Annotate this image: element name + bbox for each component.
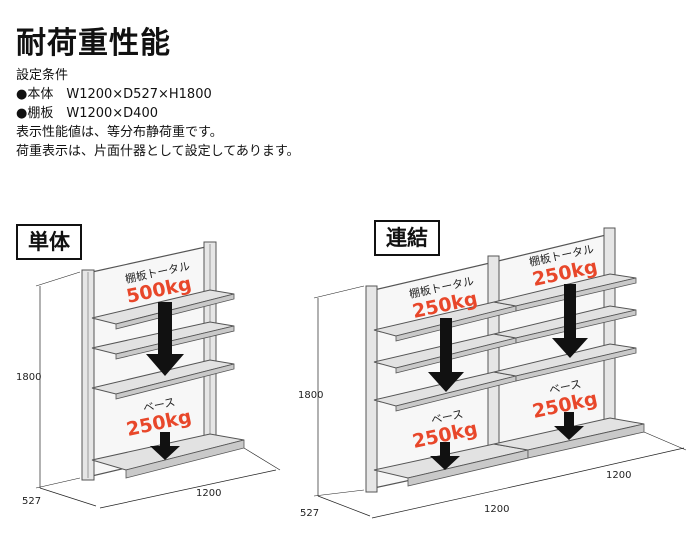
conditions-heading: 設定条件 xyxy=(16,68,69,83)
linked-unit-diagram: 棚板トータル 250kg 棚板トータル 250kg ベース 250kg ベース … xyxy=(298,227,687,519)
linked-base-arrow-right xyxy=(554,412,584,440)
single-shelf-arrow xyxy=(146,302,184,376)
page-title: 耐荷重性能 xyxy=(16,26,171,61)
linked-upright-left xyxy=(365,285,378,493)
single-unit-diagram: 棚板トータル 500kg ベース 250kg 1800 527 1200 xyxy=(16,241,281,509)
linked-upright-mid xyxy=(487,255,500,465)
single-dim-height: 1800 xyxy=(16,372,41,383)
linked-dim-depth: 527 xyxy=(300,508,319,519)
linked-dim-height: 1800 xyxy=(298,390,323,401)
condition-note-1: 表示性能値は、等分布静荷重です。 xyxy=(16,125,223,140)
condition-note-2: 荷重表示は、片面什器として設定してあります。 xyxy=(16,144,300,159)
linked-shelf-arrow-left xyxy=(428,318,464,392)
linked-base-arrow-left xyxy=(430,442,460,470)
linked-dim-width-2: 1200 xyxy=(606,470,631,481)
linked-shelf-arrow-right xyxy=(552,284,588,358)
single-base-arrow xyxy=(150,432,180,460)
single-dim-width: 1200 xyxy=(196,488,221,499)
single-unit-tag: 単体 xyxy=(16,224,82,260)
linked-unit-tag: 連結 xyxy=(374,220,440,256)
linked-upright-right xyxy=(603,227,616,439)
condition-body: ●本体 W1200×D527×H1800 xyxy=(16,87,212,102)
single-dim-depth: 527 xyxy=(22,496,41,507)
condition-shelf: ●棚板 W1200×D400 xyxy=(16,106,158,121)
conditions-block: 設定条件 ●本体 W1200×D527×H1800 ●棚板 W1200×D400… xyxy=(16,66,300,161)
linked-dim-width-1: 1200 xyxy=(484,504,509,515)
